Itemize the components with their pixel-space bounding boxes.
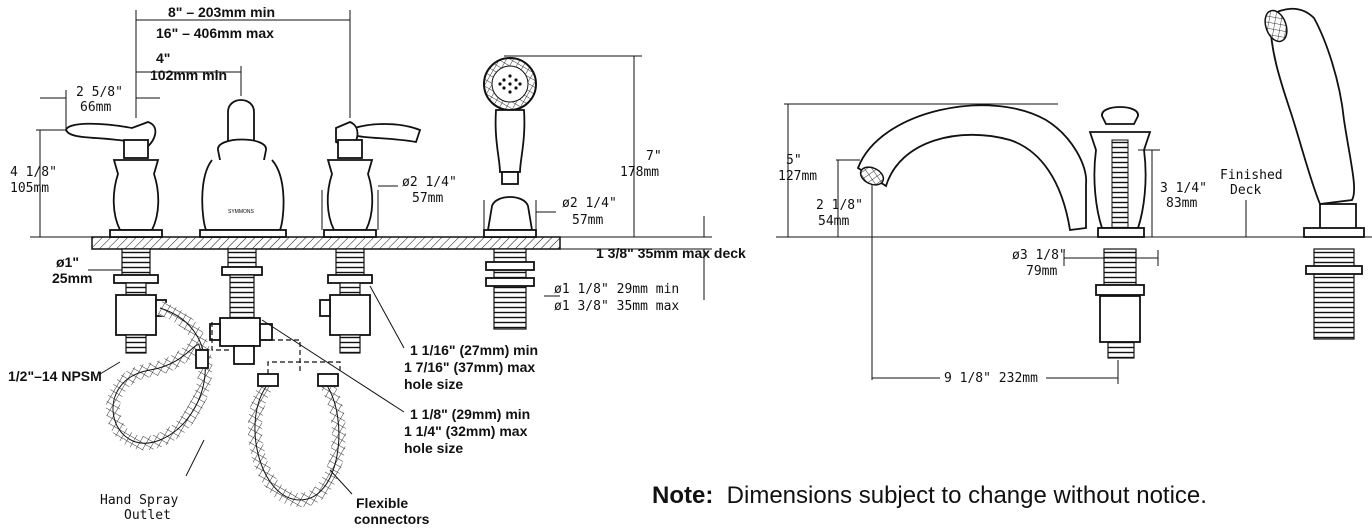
center-spout: SYMMONS	[199, 99, 287, 365]
right-valve	[319, 121, 422, 354]
valve-side	[1088, 106, 1152, 359]
front-view: SYMMONS	[8, 4, 746, 527]
disclaimer-note: Note: Dimensions subject to change witho…	[652, 482, 1207, 510]
shank-max-label: ø1 3/8" 35mm max	[554, 299, 679, 314]
spout-reach-label: 9 1/8" 232mm	[944, 371, 1038, 386]
note-text: Dimensions subject to change without not…	[726, 482, 1207, 509]
base-diameter-inch-label: ø2 1/4"	[402, 175, 457, 190]
spray-base-mm-label: 57mm	[572, 213, 603, 228]
hand-spray-side	[1264, 7, 1365, 340]
note-label: Note:	[652, 482, 714, 509]
hole-size-1-line-2: 1 7/16" (37mm) max	[404, 359, 535, 375]
hole-size-2-line-3: hole size	[404, 440, 463, 456]
hand-spray-outlet-line-2: Outlet	[124, 508, 171, 523]
handle-mm-label: 66mm	[80, 100, 111, 115]
brand-logo: SYMMONS	[228, 209, 255, 215]
npsm-label: 1/2"–14 NPSM	[8, 368, 102, 384]
hole-size-1-line-1: 1 1/16" (27mm) min	[410, 342, 538, 358]
height-mm-label: 105mm	[10, 181, 49, 196]
valve-height-inch-label: 3 1/4"	[1160, 181, 1207, 196]
shank-inch-label: ø1"	[56, 254, 79, 270]
side-view: 5" 127mm 2 1/8" 54mm 3 1/4" 83mm ø3 1/8"…	[776, 7, 1372, 386]
center-mm-label: 102mm min	[150, 67, 227, 83]
spout-height-inch-label: 2 1/8"	[816, 198, 863, 213]
hand-spray-front	[483, 57, 537, 330]
flexible-connectors-line-2: connectors	[354, 511, 430, 527]
valve-height-mm-label: 83mm	[1166, 196, 1197, 211]
hand-spray-outlet-line-1: Hand Spray	[100, 493, 178, 508]
flexible-connectors-line-1: Flexible	[356, 495, 408, 511]
height-inch-label: 4 1/8"	[10, 165, 57, 180]
finished-deck-line-1: Finished	[1220, 168, 1283, 183]
spout-height-mm-label: 54mm	[818, 214, 849, 229]
finished-deck-line-2: Deck	[1230, 183, 1261, 198]
hole-size-1-line-3: hole size	[404, 376, 463, 392]
side-height-mm-label: 127mm	[778, 169, 817, 184]
hole-size-2-line-1: 1 1/8" (29mm) min	[410, 406, 530, 422]
deck-thickness-label: 1 3/8" 35mm max deck	[596, 245, 746, 261]
flexible-connectors	[247, 379, 346, 508]
side-height-inch-label: 5"	[786, 153, 802, 168]
spray-base-inch-label: ø2 1/4"	[562, 196, 617, 211]
spray-height-mm-label: 178mm	[620, 165, 659, 180]
base-diameter-mm-label: 57mm	[412, 191, 443, 206]
shank-min-label: ø1 1/8" 29mm min	[554, 282, 679, 297]
valve-base-inch-label: ø3 1/8"	[1012, 248, 1067, 263]
valve-base-mm-label: 79mm	[1026, 264, 1057, 279]
center-inch-label: 4"	[156, 50, 170, 66]
spread-max-label: 16" – 406mm max	[156, 25, 274, 41]
spout-side	[856, 104, 1087, 232]
spray-height-inch-label: 7"	[646, 149, 662, 164]
shank-mm-label: 25mm	[52, 270, 92, 286]
left-valve	[65, 121, 167, 354]
spread-min-label: 8" – 203mm min	[168, 4, 275, 20]
deck-section	[91, 236, 561, 250]
handle-inch-label: 2 5/8"	[76, 85, 123, 100]
hole-size-2-line-2: 1 1/4" (32mm) max	[404, 423, 528, 439]
